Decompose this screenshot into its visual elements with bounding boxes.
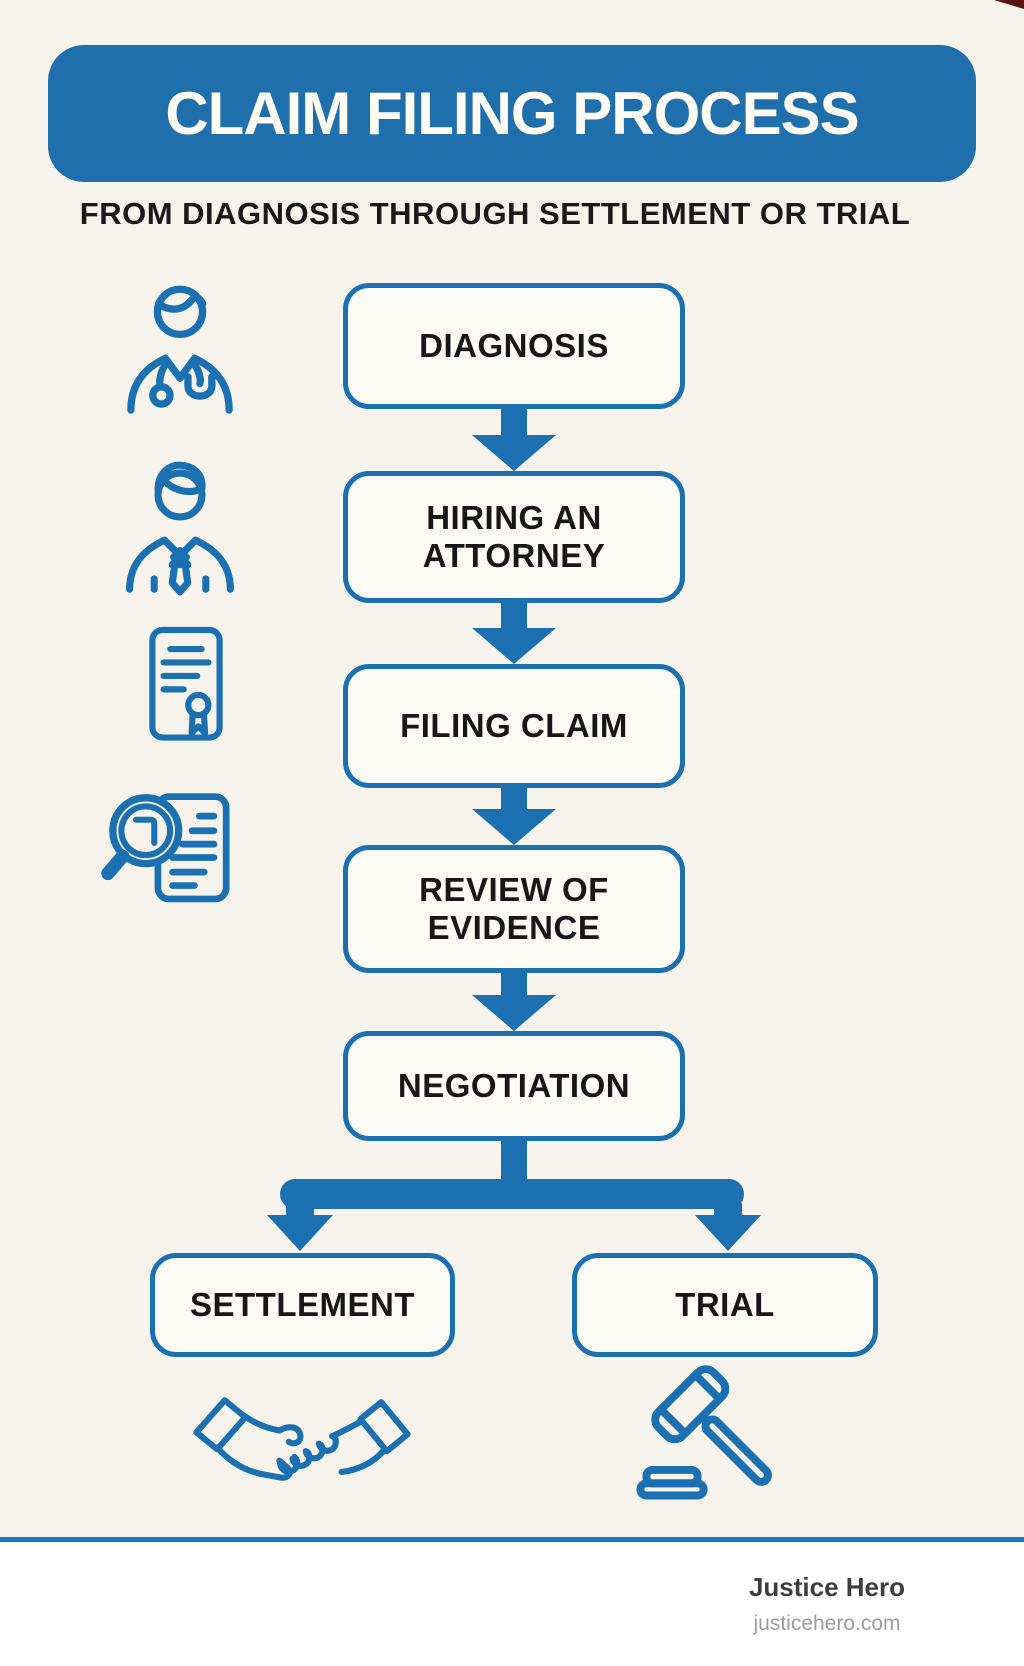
flow-box-hiring-attorney: HIRING AN ATTORNEY	[343, 471, 685, 603]
flow-box-negotiation: NEGOTIATION	[343, 1031, 685, 1141]
footer-divider	[0, 1537, 1024, 1542]
branch-connector-icon	[267, 1141, 761, 1251]
gavel-icon	[625, 1358, 775, 1504]
contract-document-icon	[130, 618, 242, 754]
magnifier-document-icon	[100, 782, 250, 916]
outcome-box-label: SETTLEMENT	[190, 1285, 415, 1323]
footer-brand: Justice Hero justicehero.com	[677, 1572, 977, 1636]
brand-website: justicehero.com	[753, 1612, 901, 1635]
flow-box-diagnosis: DIAGNOSIS	[343, 283, 685, 409]
page-title: CLAIM FILING PROCESS	[165, 80, 859, 147]
flow-box-review-evidence: REVIEW OF EVIDENCE	[343, 845, 685, 973]
outcome-box-trial: TRIAL	[572, 1253, 878, 1357]
flow-box-filing-claim: FILING CLAIM	[343, 664, 685, 788]
flow-box-label: REVIEW OF EVIDENCE	[419, 870, 609, 946]
subtitle: FROM DIAGNOSIS THROUGH SETTLEMENT OR TRI…	[79, 196, 911, 231]
corner-artifact	[994, 0, 1024, 9]
outcome-box-settlement: SETTLEMENT	[150, 1253, 455, 1357]
handshake-icon	[182, 1372, 422, 1504]
flow-box-label: HIRING AN ATTORNEY	[422, 498, 606, 574]
title-banner: CLAIM FILING PROCESS	[48, 45, 976, 182]
footer	[0, 1542, 1024, 1666]
attorney-icon	[112, 455, 248, 597]
flow-box-label: FILING CLAIM	[400, 706, 628, 744]
doctor-icon	[112, 272, 248, 418]
flow-box-label: NEGOTIATION	[397, 1066, 631, 1104]
brand-name: Justice Hero	[748, 1572, 906, 1602]
outcome-box-label: TRIAL	[675, 1285, 775, 1323]
flow-box-label: DIAGNOSIS	[419, 326, 609, 364]
